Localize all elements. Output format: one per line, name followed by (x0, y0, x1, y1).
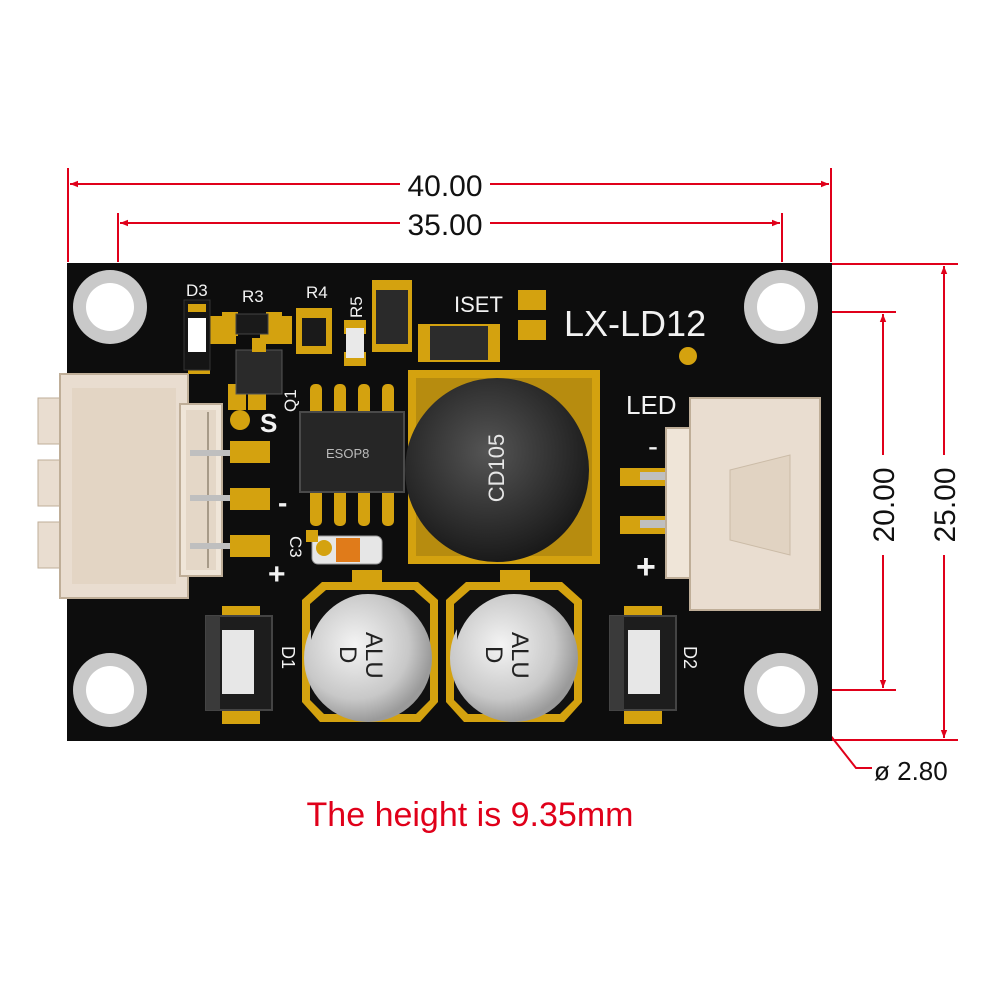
dim-height-holes-label: 20.00 (868, 467, 901, 542)
dimension-labels: 40.00 35.00 25.00 20.00 ø 2.80 (407, 170, 962, 786)
input-connector (37, 373, 270, 599)
led-connector (620, 397, 821, 611)
electrolytic-cap-right (446, 582, 582, 722)
diode-d1 (205, 606, 273, 724)
mounting-hole-bottom-left (73, 653, 147, 727)
d2-label: D2 (680, 646, 700, 669)
input-minus-label: - (278, 487, 287, 518)
r5-label: R5 (347, 296, 366, 318)
q1-label: Q1 (281, 389, 300, 412)
ic-marking: ESOP8 (326, 446, 369, 461)
resistor-r4 (296, 308, 332, 354)
diode-d3 (183, 299, 211, 374)
s-label: S (260, 408, 277, 438)
ic-esop8 (299, 384, 405, 526)
cap-right-marking-2: D (480, 646, 507, 663)
mounting-hole-bottom-right (744, 653, 818, 727)
r3-label: R3 (242, 287, 264, 306)
board-model-label: LX-LD12 (564, 303, 706, 344)
d1-label: D1 (278, 646, 298, 669)
cap-left-marking-1: ALU (360, 632, 387, 679)
mounting-holes (73, 270, 818, 727)
dimension-lines (67, 168, 958, 769)
led-minus-label: - (648, 430, 658, 463)
iset-label: ISET (454, 292, 503, 317)
height-note: The height is 9.35mm (306, 796, 634, 834)
resistor-r5 (344, 320, 366, 366)
c3-label: C3 (286, 536, 305, 558)
inductor-cd105 (405, 370, 600, 564)
led-plus-label: + (636, 548, 656, 586)
resistor-r3 (222, 312, 282, 336)
mounting-hole-top-right (744, 270, 818, 344)
d3-label: D3 (186, 281, 208, 300)
electrolytic-cap-left (302, 582, 438, 722)
iset-resistor (418, 324, 500, 362)
transistor-q1 (228, 338, 283, 430)
misc-pads (306, 530, 530, 586)
dim-width-holes-label: 35.00 (407, 209, 482, 242)
mounting-hole-top-left (73, 270, 147, 344)
inductor-marking: CD105 (484, 434, 509, 502)
component-markings: ESOP8 CD105 ALU D ALU D (326, 434, 533, 679)
r4-label: R4 (306, 283, 328, 302)
diode-d2 (609, 606, 677, 724)
hole-diameter-label: ø 2.80 (874, 756, 948, 786)
dim-width-overall-label: 40.00 (407, 170, 482, 203)
input-plus-label: + (268, 558, 286, 591)
dim-height-overall-label: 25.00 (929, 467, 962, 542)
silkscreen-labels: LX-LD12 ISET LED - + D3 R3 R4 R5 Q1 S - … (186, 281, 706, 669)
cap-left-marking-2: D (334, 646, 361, 663)
upper-chip (372, 280, 412, 352)
cap-right-marking-1: ALU (506, 632, 533, 679)
led-label: LED (626, 390, 677, 420)
